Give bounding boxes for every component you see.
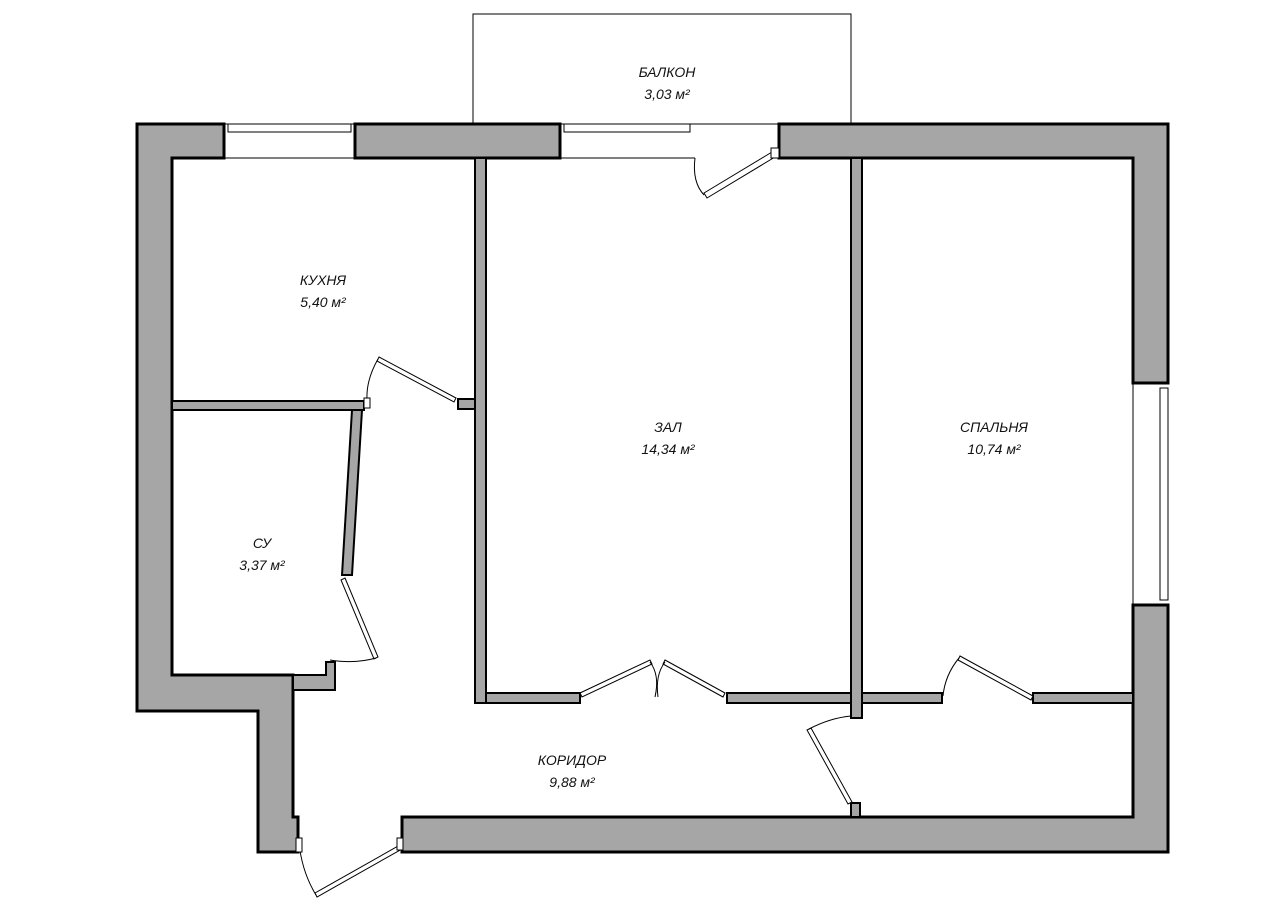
door-bedroom [942,655,1034,701]
room-label-balcony: БАЛКОН 3,03 м² [639,61,696,105]
room-area: 5,40 м² [300,294,346,310]
room-label-bathroom: СУ 3,37 м² [239,532,284,576]
wall-bathroom-bottom [292,661,336,691]
wall-corridor-stub [850,802,861,818]
room-name: ЗАЛ [654,419,682,435]
outer-wall-bottom-right [400,603,1170,854]
room-label-bedroom: СПАЛЬНЯ 10,74 м² [960,416,1028,460]
room-name: БАЛКОН [638,64,696,80]
outer-wall-left [135,122,300,854]
room-area: 3,03 м² [644,86,690,102]
room-area: 9,88 м² [549,774,595,790]
wall-kitchen-corridor-stub [457,398,476,410]
room-name: СУ [252,535,272,551]
door-entrance [295,837,404,898]
room-label-kitchen: КУХНЯ 5,40 м² [300,269,346,313]
outer-wall-top-right [777,122,1170,385]
room-label-corridor: КОРИДОР 9,88 м² [538,749,606,793]
room-name: КУХНЯ [299,272,347,288]
wall-bathroom-slanted [340,409,364,576]
wall-hall-bottom-right [726,692,852,704]
room-area: 3,37 м² [239,557,285,573]
wall-hall-bedroom [850,157,863,719]
wall-bedroom-bottom-left [861,692,943,704]
door-balcony [693,147,780,199]
window-bedroom [1132,383,1169,605]
wall-bedroom-bottom-right [1032,692,1134,704]
room-name: КОРИДОР [537,752,607,768]
door-kitchen [363,356,457,409]
door-corridor-bedroom-side [806,715,853,805]
window-balcony [560,123,695,159]
outer-wall-top-middle [353,122,562,160]
room-area: 14,34 м² [641,441,695,457]
wall-hall-bottom-left [485,692,581,704]
room-name: СПАЛЬНЯ [960,419,1028,435]
wall-hall-left [474,157,487,704]
wall-kitchen-bathroom [171,400,365,411]
room-area: 10,74 м² [967,441,1021,457]
door-hall-double [579,659,726,698]
door-bathroom [329,577,379,663]
window-kitchen [223,123,356,159]
room-label-hall: ЗАЛ 14,34 м² [641,416,694,460]
